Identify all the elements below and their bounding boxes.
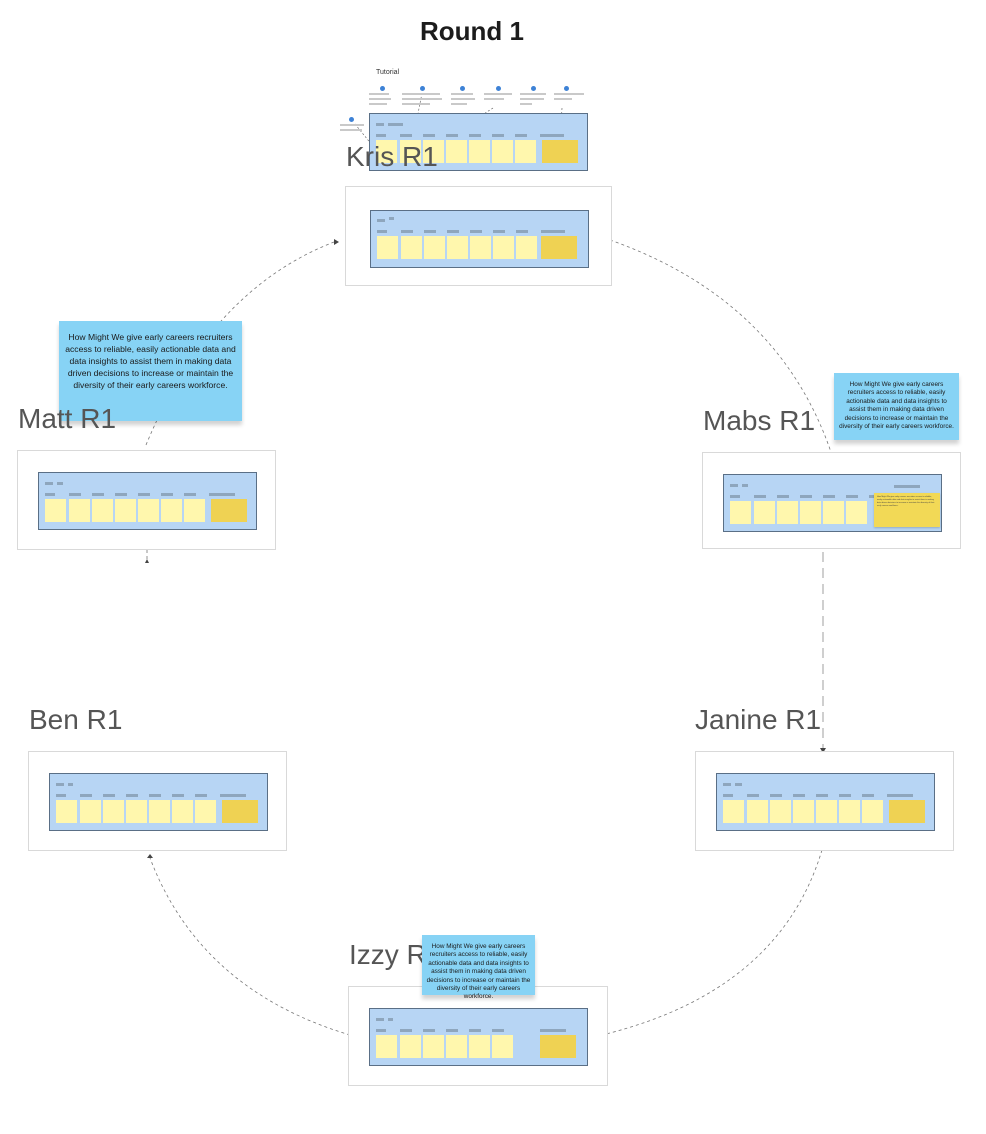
hmw-sticky-note-mabs[interactable]: How Might We give early careers recruite… [834, 373, 959, 440]
sticky-cell[interactable] [515, 140, 536, 163]
sticky-cell[interactable] [839, 800, 860, 823]
sticky-cell[interactable] [723, 800, 744, 823]
sticky-cell[interactable] [172, 800, 193, 823]
sticky-cell[interactable] [126, 800, 147, 823]
sticky-cell[interactable] [770, 800, 791, 823]
sticky-cell[interactable] [184, 499, 205, 522]
sticky-cell[interactable] [92, 499, 113, 522]
sticky-cell[interactable] [424, 236, 445, 259]
highlight-cell[interactable] [541, 236, 577, 259]
sticky-cell[interactable] [400, 1035, 421, 1058]
sticky-cell[interactable] [45, 499, 66, 522]
connector-kris-mabs [609, 239, 833, 456]
sticky-cell[interactable] [492, 1035, 513, 1058]
highlight-cell[interactable] [222, 800, 258, 823]
sticky-cell[interactable] [492, 140, 513, 163]
arrowhead-ben [147, 854, 153, 858]
frame-label-matt: Matt R1 [18, 403, 117, 434]
hmw-sticky-note-izzy[interactable]: How Might We give early careers recruite… [422, 935, 535, 1000]
annotation-dot[interactable] [420, 86, 425, 91]
sticky-cell[interactable] [401, 236, 422, 259]
arrowhead-matt [145, 559, 149, 563]
annotation-dot[interactable] [460, 86, 465, 91]
annotation-dot[interactable] [380, 86, 385, 91]
sticky-cell[interactable] [862, 800, 883, 823]
sticky-cell[interactable] [777, 501, 798, 524]
sticky-cell[interactable] [400, 140, 421, 163]
board-matt[interactable] [38, 472, 257, 530]
tutorial-label: Tutorial [376, 69, 400, 76]
sticky-cell[interactable] [80, 800, 101, 823]
frame-label-ben: Ben R1 [29, 704, 123, 735]
frame-label-janine: Janine R1 [695, 704, 822, 735]
sticky-cell[interactable] [816, 800, 837, 823]
highlight-cell[interactable] [542, 140, 578, 163]
sticky-cell[interactable] [376, 140, 397, 163]
connector-janine-izzy [605, 849, 823, 1035]
sticky-cell[interactable] [469, 1035, 490, 1058]
sticky-cell[interactable] [846, 501, 867, 524]
hmw-sticky-note-matt[interactable]: How Might We give early careers recruite… [59, 321, 242, 421]
board-kris[interactable] [370, 210, 589, 268]
board-izzy[interactable] [369, 1008, 588, 1066]
sticky-cell[interactable] [423, 1035, 444, 1058]
tutorial-board[interactable] [369, 113, 588, 171]
sticky-cell[interactable] [754, 501, 775, 524]
sticky-cell[interactable] [470, 236, 491, 259]
board-mabs[interactable]: How Might We give early careers recruite… [723, 474, 942, 532]
sticky-cell[interactable] [446, 1035, 467, 1058]
connector-izzy-ben [149, 857, 351, 1036]
highlight-cell[interactable] [211, 499, 247, 522]
hmw-mini-sticky[interactable]: How Might We give early careers recruite… [874, 493, 940, 527]
highlight-cell[interactable] [889, 800, 925, 823]
sticky-cell[interactable] [469, 140, 490, 163]
frame-ben[interactable] [28, 751, 287, 851]
sticky-cell[interactable] [516, 236, 537, 259]
sticky-cell[interactable] [447, 236, 468, 259]
sticky-cell[interactable] [446, 140, 467, 163]
frame-janine[interactable] [695, 751, 954, 851]
frame-izzy[interactable] [348, 986, 608, 1086]
annotation-dot[interactable] [564, 86, 569, 91]
frame-matt[interactable] [17, 450, 276, 550]
sticky-cell[interactable] [69, 499, 90, 522]
sticky-cell[interactable] [747, 800, 768, 823]
sticky-cell[interactable] [138, 499, 159, 522]
sticky-cell[interactable] [56, 800, 77, 823]
arrowhead-kris [334, 239, 339, 245]
sticky-cell[interactable] [161, 499, 182, 522]
frame-label-kris: Kris R1 [346, 141, 438, 172]
frame-label-mabs: Mabs R1 [703, 405, 816, 436]
frame-mabs[interactable]: How Might We give early careers recruite… [702, 452, 961, 549]
sticky-cell[interactable] [730, 501, 751, 524]
board-title: Round 1 [420, 16, 524, 46]
board-janine[interactable] [716, 773, 935, 831]
sticky-cell[interactable] [149, 800, 170, 823]
annotation-dot[interactable] [349, 117, 354, 122]
sticky-cell[interactable] [115, 499, 136, 522]
sticky-cell[interactable] [493, 236, 514, 259]
sticky-cell[interactable] [823, 501, 844, 524]
annotation-dot[interactable] [531, 86, 536, 91]
sticky-cell[interactable] [103, 800, 124, 823]
board-ben[interactable] [49, 773, 268, 831]
highlight-cell[interactable] [540, 1035, 576, 1058]
sticky-cell[interactable] [793, 800, 814, 823]
sticky-cell[interactable] [377, 236, 398, 259]
arrowhead-janine [820, 748, 826, 753]
annotation-dot[interactable] [496, 86, 501, 91]
sticky-cell[interactable] [423, 140, 444, 163]
frame-kris[interactable] [345, 186, 612, 286]
sticky-cell[interactable] [376, 1035, 397, 1058]
sticky-cell[interactable] [195, 800, 216, 823]
sticky-cell[interactable] [800, 501, 821, 524]
